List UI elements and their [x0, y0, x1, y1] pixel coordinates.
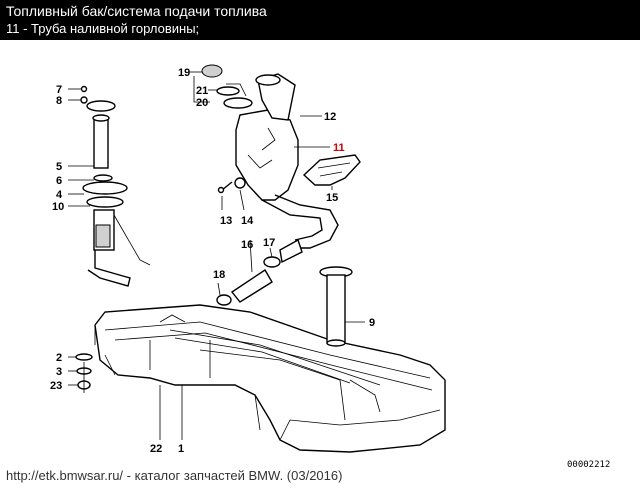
diagram-code: 00002212: [567, 460, 611, 470]
callout-3: 3: [56, 366, 62, 378]
callout-5: 5: [56, 161, 62, 173]
callout-23: 23: [50, 380, 62, 392]
callout-7: 7: [56, 84, 62, 96]
callout-20: 20: [196, 97, 208, 109]
callout-1: 1: [178, 443, 184, 455]
callout-4: 4: [56, 189, 63, 201]
bracket[interactable]: [302, 154, 361, 186]
leader-lines: [68, 71, 365, 440]
callout-15: 15: [326, 192, 338, 204]
callout-12: 12: [324, 111, 336, 123]
header-bar: Топливный бак/система подачи топлива 11 …: [0, 0, 640, 40]
callout-16: 16: [241, 239, 253, 251]
mounting-hardware[interactable]: [75, 353, 93, 393]
pump-assembly[interactable]: [82, 100, 151, 287]
callout-8: 8: [56, 95, 62, 107]
fuel-tank[interactable]: [94, 304, 446, 453]
level-sensor-tube[interactable]: [319, 266, 353, 347]
parts-diagram: 19 21 20 12 11 15 7 8 5 6 4 10 13 14 16 …: [50, 64, 446, 455]
callout-9: 9: [369, 317, 375, 329]
filler-cap[interactable]: [201, 64, 253, 109]
filler-neck-pipe[interactable]: [235, 73, 339, 249]
pipe-clip[interactable]: [217, 177, 246, 194]
callout-18: 18: [213, 269, 225, 281]
callout-22: 22: [150, 443, 162, 455]
callout-21: 21: [196, 85, 208, 97]
page-title: Топливный бак/система подачи топлива: [6, 3, 267, 19]
callout-14: 14: [241, 215, 254, 227]
callout-6: 6: [56, 175, 62, 187]
page-subtitle: 11 - Труба наливной горловины;: [6, 21, 200, 36]
callout-11: 11: [333, 142, 345, 154]
source-footer[interactable]: http://etk.bmwsar.ru/ - каталог запчасте…: [6, 468, 343, 483]
callout-19: 19: [178, 67, 190, 79]
callout-labels: 19 21 20 12 11 15 7 8 5 6 4 10 13 14 16 …: [50, 67, 375, 455]
connecting-hose[interactable]: [216, 238, 303, 306]
callout-2: 2: [56, 352, 62, 364]
callout-10: 10: [52, 201, 64, 213]
callout-13: 13: [220, 215, 232, 227]
callout-17: 17: [263, 237, 275, 249]
